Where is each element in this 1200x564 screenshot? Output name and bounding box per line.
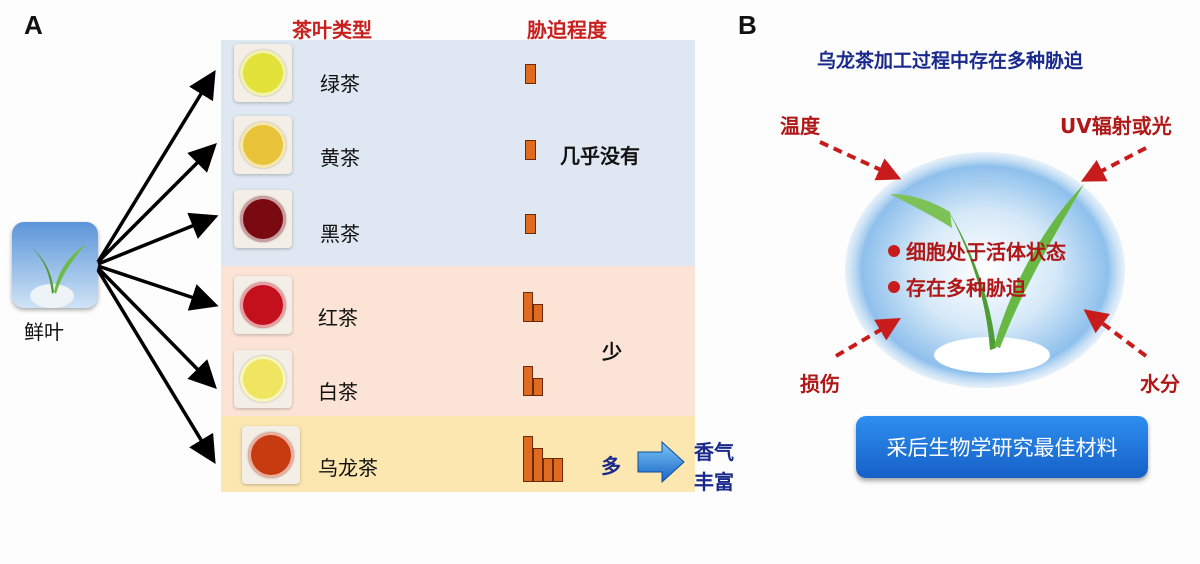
stress-bars-dark bbox=[525, 214, 536, 234]
tea-cup-white bbox=[234, 350, 292, 408]
tea-liquor-black bbox=[240, 282, 286, 328]
tea-name-black: 红茶 bbox=[318, 306, 358, 330]
tea-cup-green bbox=[234, 44, 292, 102]
stress-temperature: 温度 bbox=[780, 114, 820, 138]
right-arrow-icon bbox=[637, 440, 685, 484]
tea-liquor-green bbox=[240, 50, 286, 96]
stress-bars-green bbox=[525, 64, 536, 84]
tea-cup-yellow bbox=[234, 116, 292, 174]
stress-bar bbox=[525, 140, 536, 160]
tea-cup-black bbox=[234, 276, 292, 334]
band-blue bbox=[221, 40, 695, 266]
panel-a-label: A bbox=[24, 10, 43, 40]
stress-arrows-layer bbox=[819, 140, 1148, 358]
bullet-living-cells-text: 细胞处于活体状态 bbox=[906, 240, 1066, 264]
fresh-leaf-image bbox=[12, 222, 98, 308]
stress-bars-yellow bbox=[525, 140, 536, 160]
tea-liquor-white bbox=[240, 356, 286, 402]
arrow-water bbox=[1083, 309, 1148, 358]
band-yellow bbox=[221, 416, 695, 492]
stress-bar bbox=[523, 292, 533, 322]
arrow-to-black-tea bbox=[97, 264, 219, 311]
tea-liquor-oolong bbox=[248, 432, 294, 478]
arrow-uv bbox=[1080, 146, 1147, 182]
tea-name-green: 绿茶 bbox=[320, 72, 360, 96]
stress-bar bbox=[553, 458, 563, 482]
arrow-to-yellow-tea bbox=[96, 143, 217, 264]
tea-name-yellow: 黄茶 bbox=[320, 146, 360, 170]
band-peach bbox=[221, 266, 695, 416]
tea-cup-oolong bbox=[242, 426, 300, 484]
bullet-multiple-stress: 存在多种胁迫 bbox=[888, 272, 1026, 301]
tea-name-white: 白茶 bbox=[318, 380, 358, 404]
stress-bar bbox=[533, 448, 543, 482]
sprout-image bbox=[845, 152, 1125, 388]
arrow-temperature bbox=[819, 140, 902, 181]
stress-bar bbox=[543, 458, 553, 482]
bullet-living-cells: 细胞处于活体状态 bbox=[888, 236, 1066, 265]
arrow-to-oolong-tea bbox=[96, 269, 216, 464]
arrow-to-white-tea bbox=[96, 266, 217, 389]
tea-cup-dark bbox=[234, 190, 292, 248]
tea-name-oolong: 乌龙茶 bbox=[318, 456, 378, 480]
stress-bar bbox=[533, 378, 543, 396]
stress-uv: UV辐射或光 bbox=[1060, 114, 1172, 138]
stress-bars-black bbox=[523, 292, 543, 322]
arrow-damage bbox=[834, 317, 901, 358]
bullet-multiple-stress-text: 存在多种胁迫 bbox=[906, 276, 1026, 300]
stress-damage: 损伤 bbox=[800, 372, 840, 396]
stress-bar bbox=[525, 214, 536, 234]
stress-bar bbox=[525, 64, 536, 84]
result-rich: 丰富 bbox=[694, 470, 734, 494]
bullet-dot-icon bbox=[888, 280, 900, 293]
best-material-button[interactable]: 采后生物学研究最佳材料 bbox=[856, 416, 1148, 478]
stress-bar bbox=[523, 366, 533, 396]
stress-label-much: 多 bbox=[601, 454, 621, 478]
arrow-to-dark-tea bbox=[97, 212, 219, 266]
stress-label-little: 少 bbox=[602, 340, 622, 364]
panel-b-title: 乌龙茶加工过程中存在多种胁迫 bbox=[817, 50, 1084, 72]
result-aroma: 香气 bbox=[694, 440, 734, 464]
stress-label-none: 几乎没有 bbox=[560, 144, 640, 168]
header-tea-type: 茶叶类型 bbox=[292, 18, 372, 42]
stress-bar bbox=[523, 436, 533, 482]
tea-liquor-dark bbox=[240, 196, 286, 242]
arrow-to-green-tea bbox=[96, 70, 216, 263]
stress-bar bbox=[533, 304, 543, 322]
bullet-dot-icon bbox=[888, 244, 900, 257]
stress-bars-oolong bbox=[523, 436, 563, 482]
fresh-leaf-label: 鲜叶 bbox=[24, 320, 64, 344]
panel-b-label: B bbox=[738, 10, 757, 40]
tea-liquor-yellow bbox=[240, 122, 286, 168]
tea-name-dark: 黑茶 bbox=[320, 222, 360, 246]
header-stress-level: 胁迫程度 bbox=[527, 18, 607, 42]
stress-water: 水分 bbox=[1140, 372, 1180, 396]
stress-bars-white bbox=[523, 366, 543, 396]
